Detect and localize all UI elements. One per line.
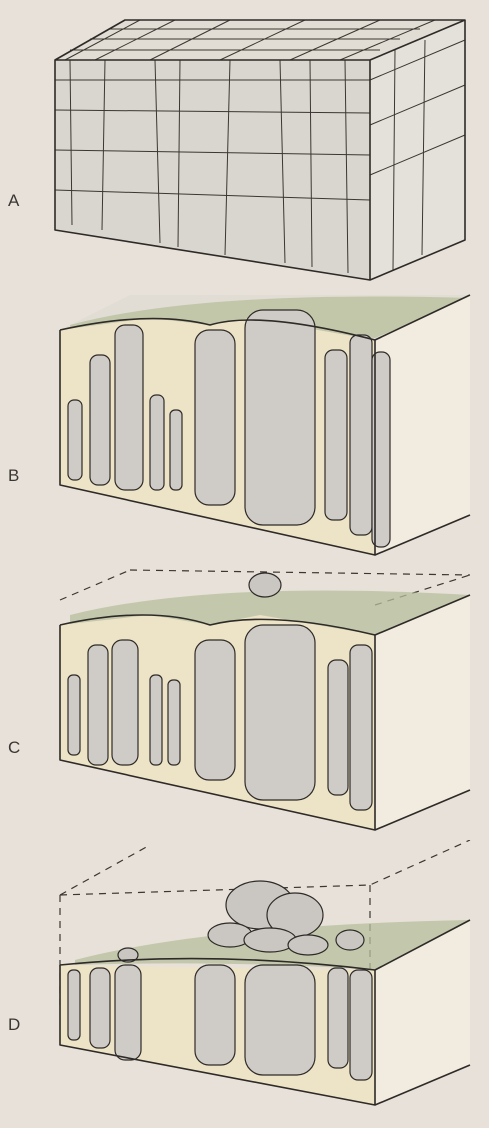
block-diagram-a xyxy=(50,15,480,295)
stage-label-b: B xyxy=(8,466,19,486)
block-diagram-c xyxy=(50,565,480,845)
block-side-c xyxy=(375,595,470,830)
stage-label-d: D xyxy=(8,1015,20,1035)
stage-label-a: A xyxy=(8,191,19,211)
block-diagram-d xyxy=(50,840,480,1120)
block-diagram-b xyxy=(50,290,480,570)
stage-label-c: C xyxy=(8,738,20,758)
block-front-a xyxy=(55,60,370,280)
block-side-a xyxy=(370,20,465,280)
